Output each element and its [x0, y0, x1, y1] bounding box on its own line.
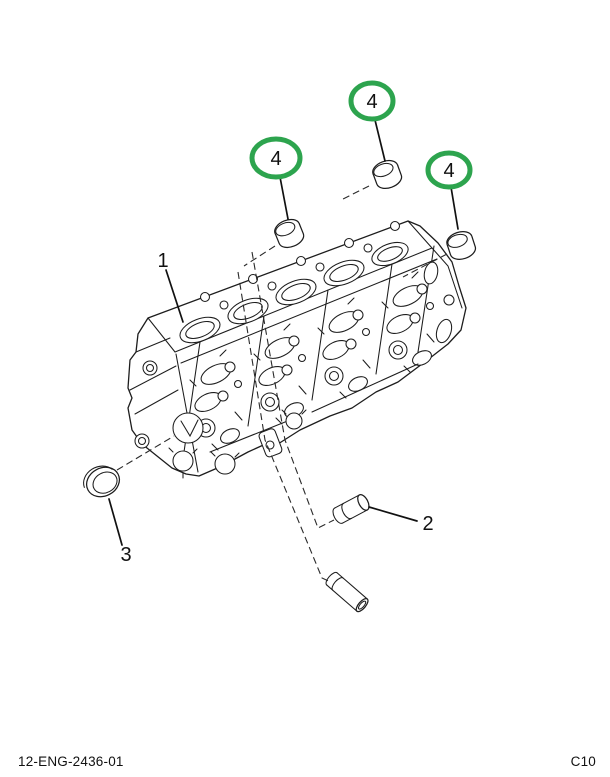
leader-item4c — [450, 186, 459, 230]
leader-item4b — [374, 119, 386, 162]
head-right-flange — [423, 247, 463, 344]
leader-item4a — [279, 176, 289, 220]
leader-item1 — [165, 269, 184, 323]
highlight-circle-icon — [348, 80, 396, 122]
leader-item2 — [368, 506, 418, 522]
left-face-plug-boss — [172, 412, 204, 444]
leader-item3 — [108, 498, 123, 546]
callout-1-label: 1 — [157, 250, 168, 272]
callout-4a-label: 4 — [270, 148, 281, 170]
valve-tappet-left — [271, 215, 307, 252]
valve-tappet-right — [443, 227, 479, 263]
assembly-dash-lines — [116, 185, 448, 584]
leader-lines — [108, 119, 459, 546]
highlight-circle-icon — [425, 150, 473, 190]
cylinder-head-drawing — [127, 220, 467, 479]
document-code: 12-ENG-2436-01 — [18, 754, 124, 769]
callout-4c: 4 — [425, 150, 473, 190]
dowel-pin — [332, 494, 370, 524]
callout-4b: 4 — [348, 80, 396, 122]
callout-2-label: 2 — [422, 513, 433, 535]
callout-3-label: 3 — [120, 544, 131, 566]
callout-4b-label: 4 — [366, 91, 377, 113]
dowel-tube — [325, 571, 369, 613]
page-code: C10 — [570, 754, 596, 769]
head-bolt-bosses — [199, 220, 401, 303]
callout-4a: 4 — [249, 136, 303, 180]
head-left-end — [129, 337, 307, 479]
valve-tappet-middle — [369, 156, 405, 193]
callout-4c-label: 4 — [443, 160, 454, 182]
cup-plug-seal — [83, 465, 121, 498]
highlight-circle-icon — [249, 136, 303, 180]
head-top-ports — [179, 241, 409, 344]
